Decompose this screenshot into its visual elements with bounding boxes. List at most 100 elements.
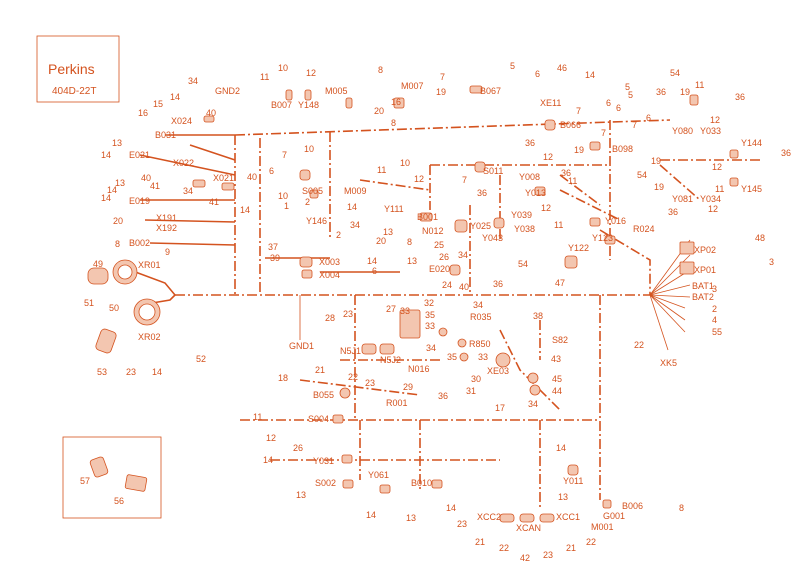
callout: 6 — [269, 166, 274, 176]
xcc2-connector — [499, 513, 515, 523]
callout: 36 — [668, 207, 678, 217]
label-s82: S82 — [552, 335, 568, 345]
callout: 7 — [282, 150, 287, 160]
callout: 14 — [585, 70, 595, 80]
label-y034: Y034 — [700, 194, 721, 204]
callout: 36 — [561, 168, 571, 178]
label-e021: E021 — [129, 150, 150, 160]
callout: 23 — [343, 309, 353, 319]
callout: 6 — [535, 69, 540, 79]
callout: 39 — [270, 253, 280, 263]
callout: 9 — [165, 247, 170, 257]
label-s011: S011 — [483, 166, 503, 176]
label-y043: Y043 — [482, 233, 503, 243]
callout: 12 — [543, 152, 553, 162]
callout: 33 — [478, 352, 488, 362]
callout: 51 — [84, 298, 94, 308]
callout: 13 — [407, 256, 417, 266]
label-xp02: XP02 — [694, 245, 716, 255]
model-name: 404D-22T — [52, 86, 96, 97]
label-xcan: XCAN — [516, 523, 541, 533]
callout: 1 — [284, 201, 289, 211]
callout: 34 — [473, 300, 483, 310]
callout: 26 — [439, 252, 449, 262]
callout: 24 — [442, 280, 452, 290]
callout: 12 — [710, 115, 720, 125]
callout: 14 — [263, 455, 273, 465]
callout: 36 — [493, 279, 503, 289]
callout: 4 — [712, 315, 717, 325]
callout: 40 — [206, 108, 216, 118]
label-b066: B066 — [560, 120, 581, 130]
callout: 20 — [113, 216, 123, 226]
label-y011: Y011 — [563, 476, 583, 486]
callout: 54 — [518, 259, 528, 269]
label-s004: S004 — [308, 414, 329, 424]
label-e019: E019 — [129, 196, 150, 206]
callout: 32 — [424, 298, 434, 308]
callout: 34 — [188, 76, 198, 86]
n5j1-connector — [361, 343, 377, 355]
relay-51 — [87, 267, 109, 285]
callout: 14 — [107, 185, 117, 195]
callout: 11 — [568, 176, 577, 186]
callout: 13 — [296, 490, 306, 500]
callout: 22 — [348, 372, 358, 382]
label-m005: M005 — [325, 86, 348, 96]
label-b067: B067 — [480, 86, 501, 96]
callout: 31 — [466, 386, 476, 396]
callout: 20 — [374, 106, 384, 116]
callout: 36 — [477, 188, 487, 198]
callout: 21 — [315, 365, 325, 375]
callout: 3 — [712, 284, 717, 294]
callout: 44 — [552, 386, 562, 396]
label-r850: R850 — [469, 339, 491, 349]
label-gnd2: GND2 — [215, 86, 240, 96]
callout: 42 — [520, 553, 530, 563]
callout: 14 — [556, 443, 566, 453]
callout: 16 — [391, 97, 401, 107]
callout: 41 — [209, 197, 219, 207]
label-xp01: XP01 — [694, 265, 716, 275]
callout: 5 — [510, 61, 515, 71]
callout: 52 — [196, 354, 206, 364]
callout: 22 — [586, 537, 596, 547]
label-y111: Y111 — [384, 204, 404, 214]
label-b001: B001 — [417, 212, 438, 222]
label-y013: Y013 — [525, 188, 546, 198]
callout: 14 — [367, 256, 377, 266]
label-s005: S005 — [302, 186, 323, 196]
callout: 13 — [406, 513, 416, 523]
callout: 7 — [601, 128, 606, 138]
callout: 54 — [637, 170, 647, 180]
label-g001: G001 — [603, 511, 625, 521]
callout: 56 — [114, 496, 124, 506]
callout: 14 — [101, 150, 111, 160]
callout: 11 — [695, 80, 704, 90]
callout: 8 — [378, 65, 383, 75]
label-b098: B098 — [612, 144, 633, 154]
callout: 2 — [712, 304, 717, 314]
callout: 8 — [407, 237, 412, 247]
callout: 22 — [499, 543, 509, 553]
xe03-connector — [495, 352, 511, 368]
callout: 10 — [304, 144, 314, 154]
label-y123: Y123 — [592, 233, 613, 243]
callout: 6 — [372, 266, 377, 276]
label-x191: X191 — [156, 213, 177, 223]
callout: 34 — [426, 343, 436, 353]
label-y025: Y025 — [470, 221, 491, 231]
label-n5j2: N5J2 — [380, 355, 401, 365]
callout: 12 — [708, 204, 718, 214]
label-e020: E020 — [429, 264, 450, 274]
callout: 23 — [365, 378, 375, 388]
callout: 36 — [525, 138, 535, 148]
callout: 14 — [101, 193, 111, 203]
callout: 21 — [566, 543, 576, 553]
callout: 43 — [551, 354, 561, 364]
callout: 8 — [679, 503, 684, 513]
callout: 34 — [528, 399, 538, 409]
callout: 14 — [366, 510, 376, 520]
callout: 19 — [574, 145, 584, 155]
label-y122: Y122 — [568, 243, 589, 253]
